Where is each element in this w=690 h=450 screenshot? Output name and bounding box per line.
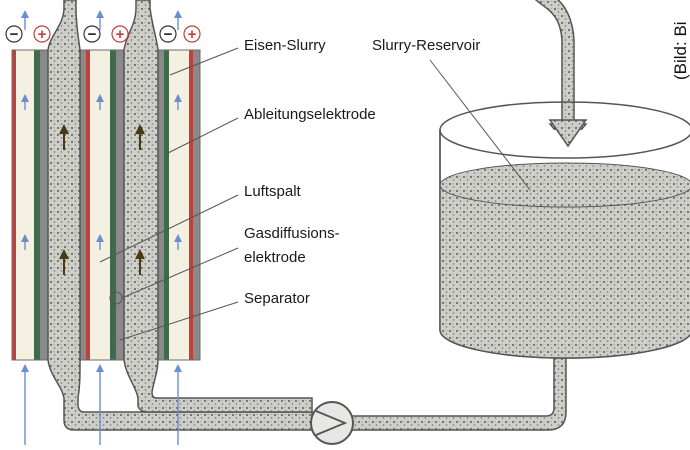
air-flow-arrow-icon (174, 364, 182, 445)
svg-text:+: + (116, 26, 125, 43)
minus-terminal-icon: − (83, 25, 101, 43)
gray-electrode (116, 50, 124, 360)
red-electrode (86, 50, 90, 360)
air-flow-arrow-icon (96, 94, 104, 110)
svg-text:+: + (38, 26, 47, 43)
air-gap (169, 50, 189, 360)
pump-icon (310, 401, 354, 445)
slurry-flow-arrow-icon (135, 124, 145, 150)
terminals: − + − + − + (5, 25, 201, 43)
svg-text:−: − (10, 26, 19, 43)
plus-terminal-icon: + (33, 25, 51, 43)
green-electrode (164, 50, 169, 360)
plus-terminal-icon: + (183, 25, 201, 43)
leader-lines (99, 47, 531, 341)
slurry-flow-arrow-icon (135, 249, 145, 275)
air-flow-arrows (21, 10, 182, 445)
air-flow-arrow-icon (96, 234, 104, 250)
slurry-flow-arrow-icon (59, 124, 69, 150)
label-slurry-reservoir: Slurry-Reservoir (372, 37, 480, 54)
air-flow-arrow-icon (21, 10, 29, 30)
gray-electrode (193, 50, 200, 360)
label-gasdiffusion-1: Gasdiffusions- (244, 225, 340, 242)
svg-text:−: − (164, 26, 173, 43)
slurry-channel-right (123, 0, 313, 413)
plus-terminal-icon: + (111, 25, 129, 43)
slurry-reservoir (439, 101, 690, 359)
slurry-flow-arrows (59, 124, 145, 275)
air-gap (90, 50, 110, 360)
svg-text:+: + (188, 26, 197, 43)
label-eisen-slurry: Eisen-Slurry (244, 37, 326, 54)
gray-electrode (40, 50, 48, 360)
inflow-pipe (534, 0, 575, 126)
air-flow-arrow-icon (21, 364, 29, 445)
label-luftspalt: Luftspalt (244, 183, 302, 200)
image-credit: (Bild: Bi (671, 21, 690, 80)
label-separator: Separator (244, 290, 310, 307)
air-flow-arrow-icon (21, 234, 29, 250)
minus-terminal-icon: − (159, 25, 177, 43)
gasdiffusion-marker (109, 291, 123, 305)
air-flow-arrow-icon (21, 94, 29, 110)
air-flow-arrow-icon (174, 234, 182, 250)
green-electrode (110, 50, 116, 360)
gray-electrode (80, 50, 86, 360)
green-electrode (34, 50, 40, 360)
air-flow-arrow-icon (174, 94, 182, 110)
minus-terminal-icon: − (5, 25, 23, 43)
gray-electrode (158, 50, 164, 360)
red-electrode (189, 50, 193, 360)
label-ableitungselektrode: Ableitungselektrode (244, 106, 376, 123)
air-gap (16, 50, 34, 360)
label-gasdiffusion-2: elektrode (244, 249, 306, 266)
air-flow-arrow-icon (96, 364, 104, 445)
svg-text:−: − (88, 26, 97, 43)
return-pipe (351, 354, 567, 431)
red-electrode (12, 50, 16, 360)
reservoir-slurry (440, 185, 690, 358)
cell-stack (11, 49, 201, 361)
air-flow-arrow-icon (174, 10, 182, 30)
air-flow-arrow-icon (96, 10, 104, 30)
slurry-flow-arrow-icon (59, 249, 69, 275)
